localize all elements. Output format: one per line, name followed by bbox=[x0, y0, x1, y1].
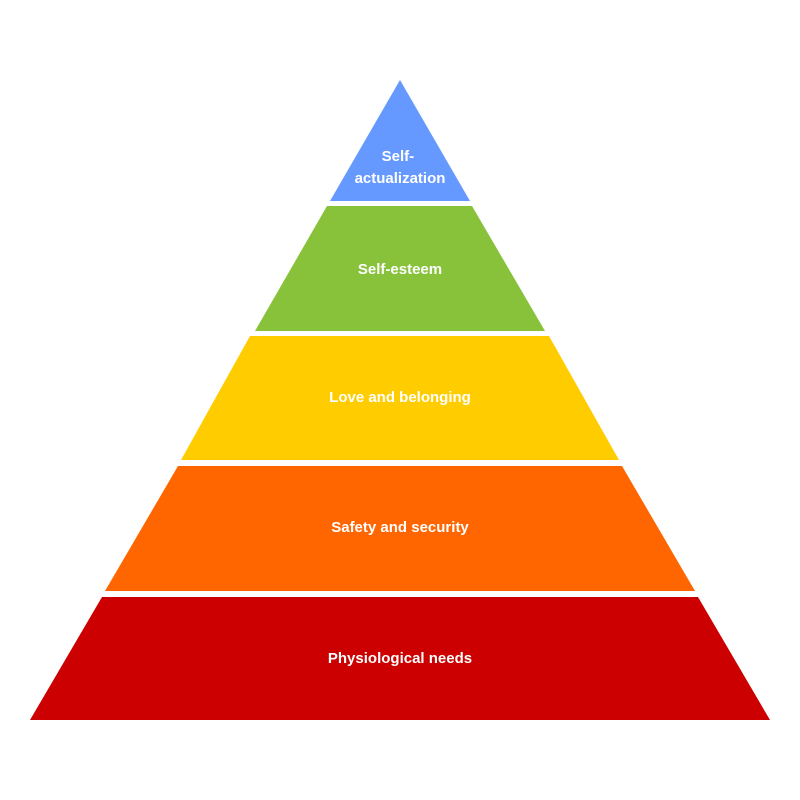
tier-shape bbox=[30, 597, 770, 720]
tier-physiological-needs: Physiological needs bbox=[30, 597, 770, 720]
tier-label-line: actualization bbox=[355, 170, 446, 187]
tier-label: Self- actualization bbox=[355, 148, 446, 187]
tier-label: Physiological needs bbox=[328, 650, 472, 667]
tier-self-esteem: Self-esteem bbox=[255, 206, 545, 331]
tier-self-actualization: Self- actualization bbox=[330, 80, 470, 201]
tier-safety-and-security: Safety and security bbox=[105, 466, 695, 591]
tier-label: Love and belonging bbox=[329, 389, 471, 406]
tier-label: Safety and security bbox=[331, 519, 469, 536]
tier-shape bbox=[181, 336, 619, 460]
tier-shape bbox=[255, 206, 545, 331]
tier-shape bbox=[330, 80, 470, 201]
tier-shape bbox=[105, 466, 695, 591]
tier-love-and-belonging: Love and belonging bbox=[181, 336, 619, 460]
tier-label: Self-esteem bbox=[358, 261, 442, 278]
tier-label-line: Self- bbox=[382, 148, 415, 165]
